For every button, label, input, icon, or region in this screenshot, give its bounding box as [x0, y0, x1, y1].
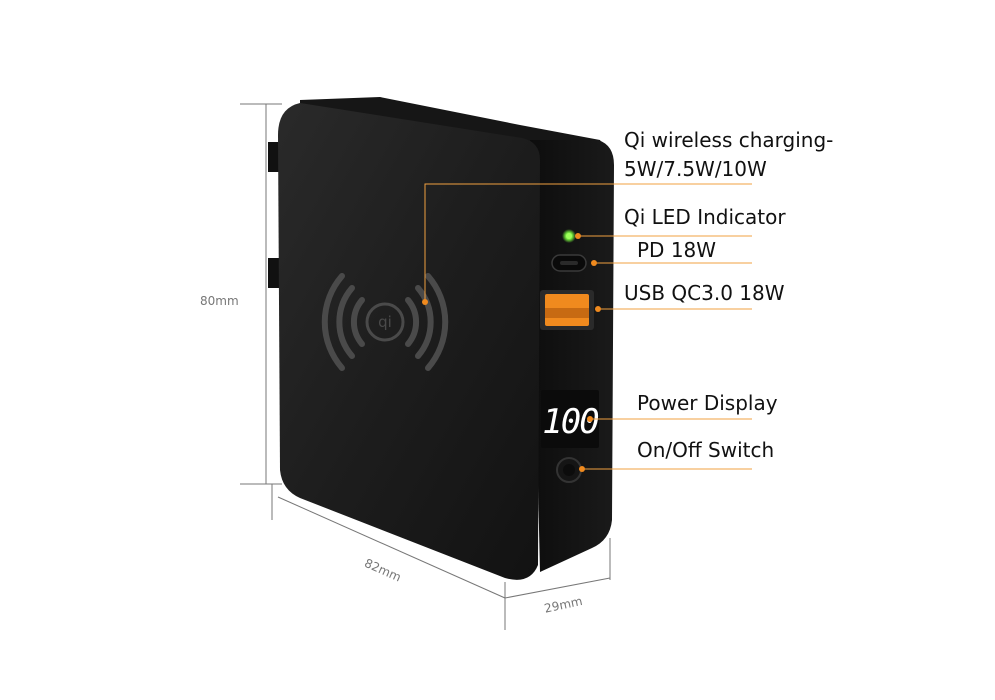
svg-text:qi: qi: [378, 313, 392, 331]
power-button-icon[interactable]: [556, 457, 582, 483]
device-side-panel: [530, 140, 614, 572]
usb-a-port-icon[interactable]: [540, 290, 594, 330]
pd-label: PD 18W: [637, 238, 717, 262]
usb-c-port-icon[interactable]: [551, 254, 587, 272]
usb-qc-label: USB QC3.0 18W: [624, 281, 785, 305]
display-readout: 100: [542, 402, 598, 442]
height-dimension-label: 80mm: [200, 294, 239, 308]
qi-led-label: Qi LED Indicator: [624, 205, 786, 229]
dimension-lines: [240, 103, 611, 630]
callout-lines: [424, 183, 752, 470]
on-off-switch-label: On/Off Switch: [637, 438, 775, 462]
qi-wireless-label-line2: 5W/7.5W/10W: [624, 157, 767, 181]
qi-wireless-icon: qi: [321, 273, 449, 371]
qi-wireless-label-line1: Qi wireless charging-: [624, 128, 834, 152]
qi-led-core: [566, 233, 572, 239]
power-display: 100: [541, 390, 600, 448]
power-display-label: Power Display: [637, 391, 778, 415]
callout-dots: [422, 233, 601, 472]
